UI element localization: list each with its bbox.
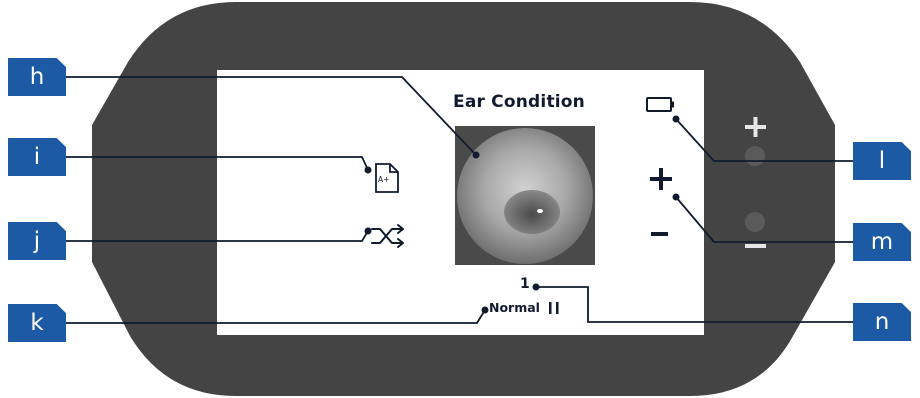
callout-k: k [8,304,66,342]
callout-i: i [8,138,66,176]
minus-icon[interactable] [651,232,668,236]
ear-canal-shadow [504,190,560,234]
callout-l: l [853,142,911,180]
status-bar-2 [556,302,559,314]
ear-image[interactable] [455,126,595,265]
status-text: Normal [489,300,540,315]
image-number: 1 [520,276,530,292]
hardware-plus-label-v [754,117,758,137]
callout-m: m [853,223,911,261]
callout-h: h [8,58,66,96]
screen-title: Ear Condition [453,92,585,112]
a-plus-icon-label: A+ [378,175,389,184]
status-bar-1 [549,302,552,314]
hardware-minus-label [745,244,766,248]
callout-j: j [8,222,66,260]
ear-light-reflex [537,209,543,213]
hardware-minus-button-dot[interactable] [745,212,765,232]
hardware-plus-button-dot[interactable] [745,146,765,166]
callout-n: n [853,303,911,341]
